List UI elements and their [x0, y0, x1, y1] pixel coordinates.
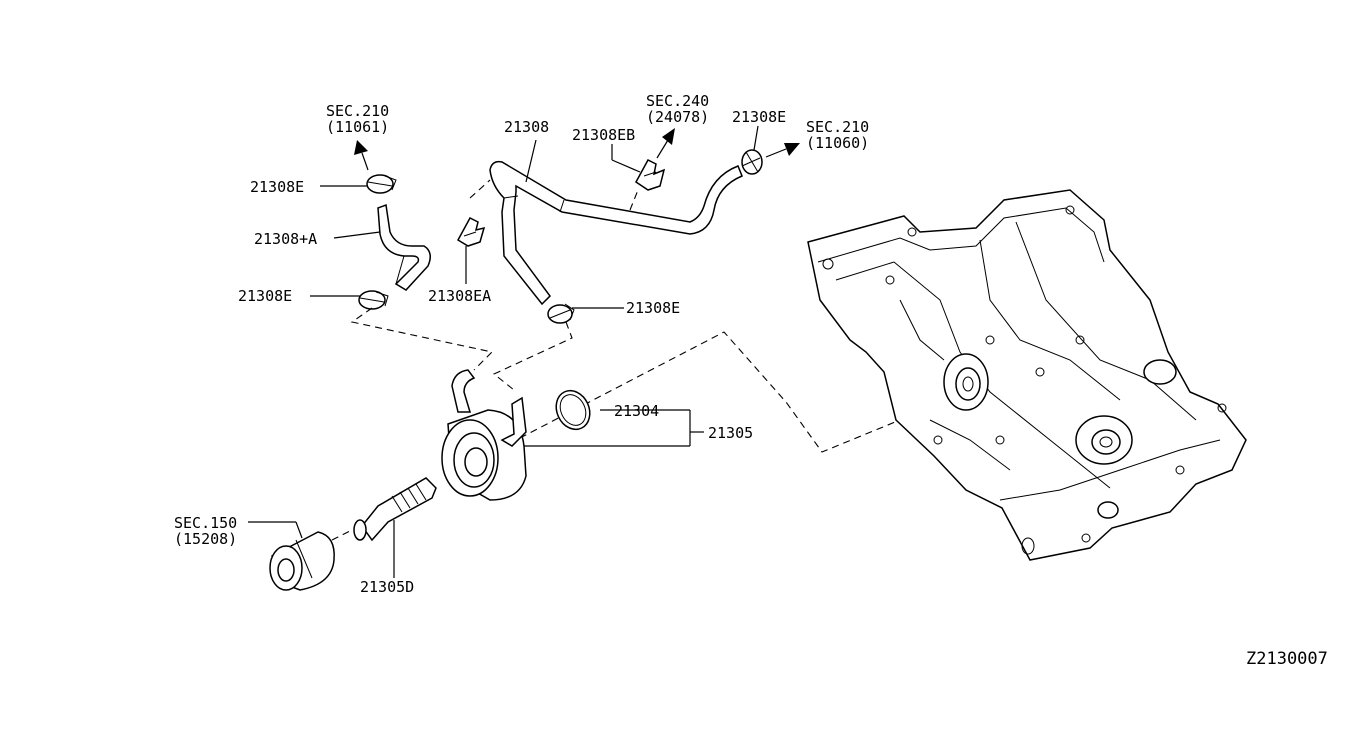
label-21308ea: 21308EA — [428, 287, 491, 305]
label-21308e-top-right: 21308E — [732, 108, 786, 126]
label-sec240: SEC.240 — [646, 92, 709, 110]
diagram-code: Z2130007 — [1246, 649, 1328, 669]
engine-block — [807, 189, 1247, 561]
clip-21308ea — [456, 217, 486, 247]
label-21308e-mid: 21308E — [626, 299, 680, 317]
leader-lines — [248, 125, 759, 578]
arrow-up-sec210 — [354, 140, 369, 171]
oil-cooler-21305 — [441, 369, 527, 501]
label-21308: 21308 — [504, 118, 549, 136]
hose-21308 — [489, 160, 743, 306]
connector-bolt-21305d — [353, 477, 437, 542]
clamp-21308e-top-left — [366, 174, 397, 194]
label-sec210-right: SEC.210 — [806, 118, 869, 136]
label-sec150: SEC.150 — [174, 514, 237, 532]
label-sec210-right-ref: (11060) — [806, 134, 869, 152]
label-21304: 21304 — [614, 402, 659, 420]
label-21308eb: 21308EB — [572, 126, 635, 144]
label-sec210-top-ref: (11061) — [326, 118, 389, 136]
clip-21308eb — [635, 159, 666, 191]
arrow-right-sec210 — [765, 143, 800, 158]
o-ring-21304 — [555, 389, 591, 431]
oil-filter — [269, 531, 335, 591]
clamp-21308e-mid — [547, 303, 575, 324]
clamp-21308e-top-right — [741, 149, 763, 175]
label-21308e-left: 21308E — [238, 287, 292, 305]
hose-21308-a — [377, 203, 431, 291]
clamp-21308e-left — [358, 290, 389, 310]
arrow-up-sec240 — [656, 128, 675, 159]
label-21305d: 21305D — [360, 578, 414, 596]
label-sec210-top: SEC.210 — [326, 102, 389, 120]
label-21308-a: 21308+A — [254, 230, 317, 248]
label-sec150-ref: (15208) — [174, 530, 237, 548]
label-21305: 21305 — [708, 424, 753, 442]
label-21308e-top-left: 21308E — [250, 178, 304, 196]
dashed-lines — [331, 179, 901, 541]
label-sec240-ref: (24078) — [646, 108, 709, 126]
